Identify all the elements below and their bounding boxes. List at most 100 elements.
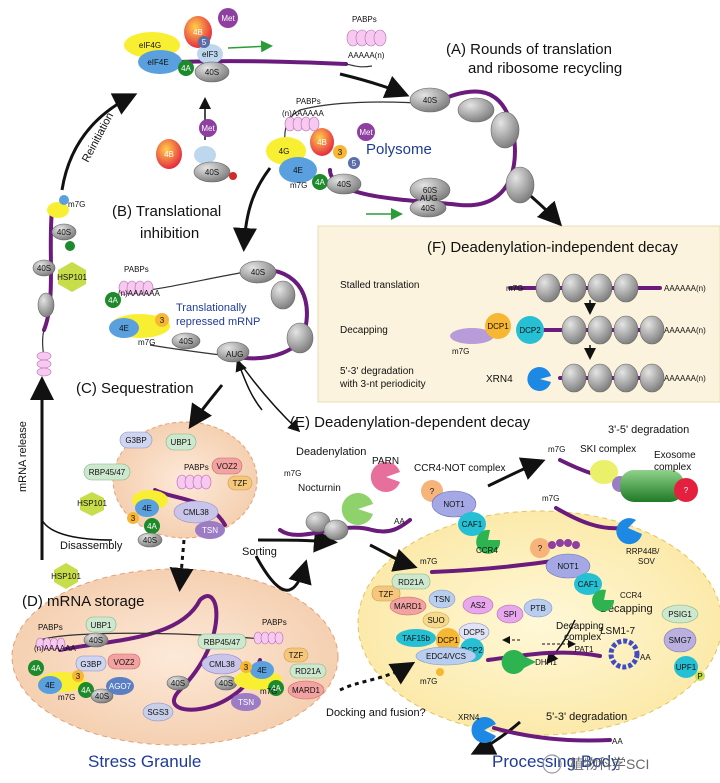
eif3-c-text: 3 — [131, 514, 136, 523]
ribosome-p1 — [409, 87, 451, 113]
not1-e-text: NOT1 — [443, 500, 465, 509]
m7g-f2: m7G — [452, 347, 469, 356]
panel-f-row1: Stalled translation — [340, 280, 420, 291]
arrow-storage-to-decay — [254, 555, 312, 592]
repressed-mrnp: 40S AUG PABPs (n)AAAAAA 4A 4E 3 m7G 40S — [105, 260, 314, 363]
dcp2-pb-text: DCP2 — [461, 646, 483, 655]
g3bp-c-text: G3BP — [125, 436, 146, 445]
cap-dot-pb — [436, 668, 444, 676]
repressed-mrnp-label-2: repressed mRNP — [176, 316, 260, 328]
4b-polysome-text: 4B — [317, 138, 327, 147]
40s-free — [193, 161, 231, 183]
rbp4547-d-text: RBP45/47 — [204, 638, 241, 647]
caf1-e — [458, 512, 486, 536]
lsm-label: LSM1-7 — [600, 626, 635, 637]
rd21a-pb-text: RD21A — [398, 578, 424, 587]
degradation-53-label: 5'-3' degradation — [546, 711, 627, 723]
met-text-top: Met — [221, 14, 235, 23]
psig1-pb-text: PSIG1 — [668, 610, 692, 619]
rd21a-pb — [391, 573, 431, 590]
arrow-from-sequestration — [235, 359, 263, 411]
polya-f2: AAAAAA(n) — [664, 326, 706, 335]
4e-factor — [279, 157, 317, 183]
pabps-top — [346, 29, 387, 47]
40s-c — [137, 532, 163, 548]
dhh1-pb-text: DHH1 — [535, 658, 557, 667]
mard1-d — [287, 680, 325, 700]
ribo-left — [37, 292, 55, 318]
cml38-c-text: CML38 — [183, 508, 209, 517]
ubp1-d-text: UBP1 — [91, 621, 112, 630]
tsn-pb — [428, 589, 456, 609]
section-d-title: (D) mRNA storage — [22, 593, 145, 610]
reinitiation-mrna: m7G 40S 40S HSP101 — [32, 195, 87, 377]
xrn4-f — [527, 366, 551, 391]
dcp2-f-text: DCP2 — [519, 326, 541, 335]
arrow-to-sequestration — [188, 384, 224, 429]
4a-d2 — [78, 682, 94, 698]
repressed-mrnp-label: Translationally — [176, 302, 247, 314]
taf15b-pb-text: TAF15b — [402, 634, 430, 643]
met-polysome-text: Met — [359, 128, 373, 137]
mrna-pb3 — [492, 726, 612, 743]
ski-label: SKI complex — [580, 444, 636, 455]
4e-d1-text: 4E — [45, 681, 55, 690]
4e-d2-text: 4E — [257, 666, 267, 675]
hsp101-c — [80, 492, 104, 516]
cml38-d-text: CML38 — [209, 660, 235, 669]
initiation-complex: eIF4G eIF4E 4B eIF3 4A 40S 5 Met PABPs A… — [124, 8, 387, 83]
eif5-polysome-text: 5 — [352, 159, 357, 168]
m7g-polysome: m7G — [290, 181, 307, 190]
4a-polysome-text: 4A — [315, 178, 325, 187]
pabps-label-top: PABPs — [352, 15, 377, 24]
4a-d3 — [268, 680, 284, 696]
4a-d1-text: 4A — [31, 664, 41, 673]
arrow-decapping — [546, 619, 576, 665]
edc4-pb-text: EDC4/VCS — [426, 652, 466, 661]
deadenylation-label: Deadenylation — [296, 446, 366, 458]
tzf-pb — [371, 585, 401, 602]
met-polysome — [357, 123, 375, 141]
ribo-r4 — [216, 341, 250, 363]
tzf-c-text: TZF — [233, 479, 248, 488]
hsp101-d — [54, 563, 78, 589]
question-pb-text: ? — [538, 544, 543, 553]
aa-e: AA — [394, 517, 405, 526]
m7g-f1: m7G — [506, 284, 523, 293]
mard1-pb — [389, 596, 427, 616]
disassembly-label: Disassembly — [60, 540, 123, 552]
4b-free-text: 4B — [164, 150, 174, 159]
docking-label: Docking and fusion? — [326, 707, 426, 719]
degradation-35-label: 3'-5' degradation — [608, 424, 689, 436]
hsp101-c-text: HSP101 — [77, 499, 107, 508]
dhh1-pb — [501, 650, 536, 674]
60s-text: 60S — [423, 186, 437, 195]
dcp1-pb-text: DCP1 — [437, 636, 459, 645]
sgs3-d — [142, 702, 174, 722]
arrow-53-degradation — [470, 720, 521, 755]
tsn-c-text: TSN — [202, 526, 218, 535]
m7g-exo2: m7G — [542, 494, 559, 503]
arrow-to-exosome — [487, 457, 546, 488]
4e-text: 4E — [293, 166, 303, 175]
ribosome-p3 — [490, 111, 520, 149]
ccr4-not-label: CCR4-NOT complex — [414, 463, 506, 474]
polya-tail-top — [345, 63, 373, 68]
psig1-pb — [661, 604, 699, 624]
pabps-repressed — [118, 280, 154, 296]
panel-f-row3: 5'-3' degradation — [340, 366, 414, 377]
dcp2-f — [516, 316, 544, 344]
exosome-group: m7G SKI complex ? Exosome complex m7G RR… — [542, 444, 698, 566]
decapping-label: Decapping — [600, 603, 653, 615]
m7g-exo1: m7G — [548, 445, 565, 454]
edc4-pb — [415, 646, 477, 666]
40s-d2 — [90, 688, 114, 704]
eif3-factor — [197, 44, 223, 64]
polya-f1: AAAAAA(n) — [664, 284, 706, 293]
tsn-d-text: TSN — [238, 698, 254, 707]
polya-repressed: (n)AAAAAA — [118, 289, 160, 298]
40s-left — [51, 223, 77, 241]
arrow-to-inhibition — [232, 167, 272, 252]
g3bp-c — [119, 431, 153, 449]
dissociated-factors: 4B Met 40S — [156, 119, 237, 183]
